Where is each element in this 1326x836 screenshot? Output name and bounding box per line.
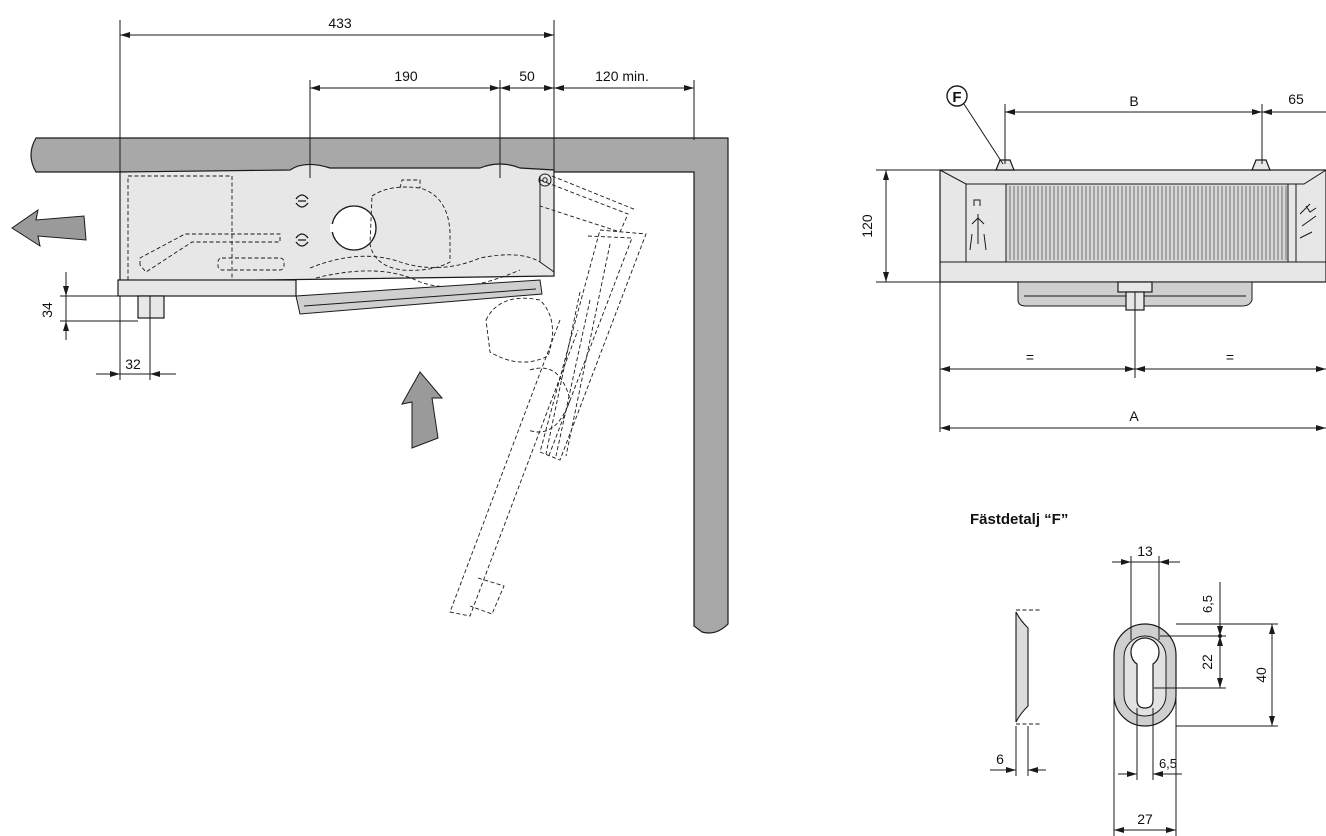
- dim-50: 50: [519, 68, 535, 84]
- dim-22: 22: [1199, 654, 1215, 670]
- dim-190: 190: [394, 68, 418, 84]
- dim-433: 433: [328, 15, 352, 31]
- dim-40: 40: [1253, 667, 1269, 683]
- airflow-symbol-right: [1299, 203, 1317, 239]
- dim-equal-left: =: [1026, 349, 1034, 365]
- dim-13: 13: [1137, 543, 1153, 559]
- front-view: F B 65 120 = = A: [859, 85, 1326, 432]
- dim-32: 32: [125, 356, 141, 372]
- opened-cover-outline: [449, 175, 647, 617]
- fin-lines: [1009, 186, 1287, 260]
- dim-6-5-bottom: 6,5: [1159, 756, 1177, 771]
- airflow-symbol-left: [969, 199, 987, 251]
- airflow-out-arrow: [11, 208, 87, 248]
- dim-6: 6: [996, 751, 1004, 767]
- side-view: 433 190 50 120 min. 34 32: [11, 15, 729, 634]
- dim-65: 65: [1288, 91, 1304, 107]
- dim-34: 34: [39, 302, 55, 318]
- unit-housing: [117, 163, 555, 319]
- fin-block: [1005, 183, 1289, 263]
- dim-6-5-top: 6,5: [1200, 595, 1215, 613]
- detail-marker-f: [946, 85, 968, 107]
- drip-tray: [295, 279, 543, 315]
- airflow-in-arrow: [401, 371, 444, 449]
- dim-120-min: 120 min.: [595, 68, 649, 84]
- dim-27: 27: [1137, 811, 1153, 827]
- detail-f: Fästdetalj “F” 6 13 6,5 22: [970, 511, 1278, 836]
- dim-a: A: [1129, 408, 1139, 424]
- bracket-profile: [1015, 611, 1029, 723]
- dim-equal-right: =: [1226, 349, 1234, 365]
- detail-marker-label: F: [952, 89, 961, 106]
- ceiling-wall: [30, 137, 729, 634]
- detail-title: Fästdetalj “F”: [970, 511, 1068, 528]
- dim-b: B: [1129, 93, 1138, 109]
- keyhole-slot: [1130, 637, 1160, 709]
- dim-120: 120: [859, 214, 875, 238]
